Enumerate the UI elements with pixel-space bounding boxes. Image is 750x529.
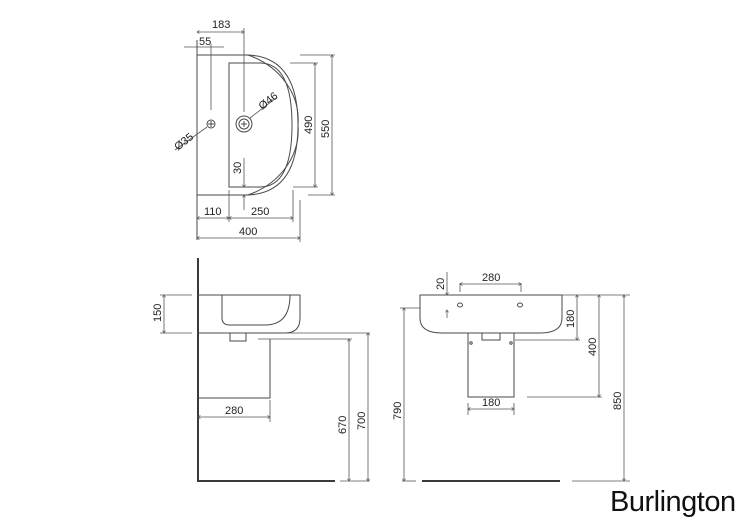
tap-hole [206, 119, 216, 129]
dim-pedestal-width: 180 [482, 397, 500, 409]
dim-pedestal-overall: 400 [587, 338, 599, 356]
dim-tap-offset: 55 [199, 36, 211, 48]
fixing-hole-left [457, 302, 463, 308]
dim-tap-dia: Ø35 [172, 131, 196, 153]
bowl-side [221, 294, 291, 326]
dim-basin-height: 150 [152, 304, 164, 322]
dim-tap-to-waste: 183 [212, 19, 230, 31]
dim-fixing-spacing: 280 [482, 272, 500, 284]
dim-waste-dia: Ø46 [257, 90, 281, 112]
dim-rim-to-fixing: 180 [565, 310, 577, 328]
dim-supply-height: 790 [392, 402, 404, 420]
plan-view: 183 55 Ø46 Ø35 490 550 30 110 250 [172, 19, 335, 242]
basin-front [419, 294, 563, 334]
dim-overall-width: 400 [239, 226, 257, 238]
dim-rim-to-bowl: 30 [232, 162, 244, 174]
dim-overall-height: 850 [612, 392, 624, 410]
dim-overall-depth: 550 [320, 120, 332, 138]
bowl-outline-plan [228, 62, 293, 188]
pedestal-front [467, 333, 515, 398]
dim-pedestal-depth: 280 [225, 405, 243, 417]
dim-bowl-depth: 490 [303, 116, 315, 134]
basin-side [198, 294, 301, 334]
pedestal-side [198, 339, 271, 399]
waste-hole-inner [238, 118, 250, 130]
brand-logo: Burlington [610, 486, 736, 518]
dim-fixing-offset: 20 [435, 278, 447, 290]
dim-bowl-width: 250 [251, 206, 269, 218]
dim-left-to-bowl: 110 [204, 206, 222, 218]
front-view: 790 20 280 180 400 850 180 [392, 272, 630, 482]
waste-hole-outer [235, 115, 253, 133]
dim-pedestal-height: 670 [337, 416, 349, 434]
side-view: 150 280 670 700 [152, 258, 370, 482]
dim-rim-height: 700 [356, 412, 368, 430]
fixing-hole-right [517, 302, 523, 308]
